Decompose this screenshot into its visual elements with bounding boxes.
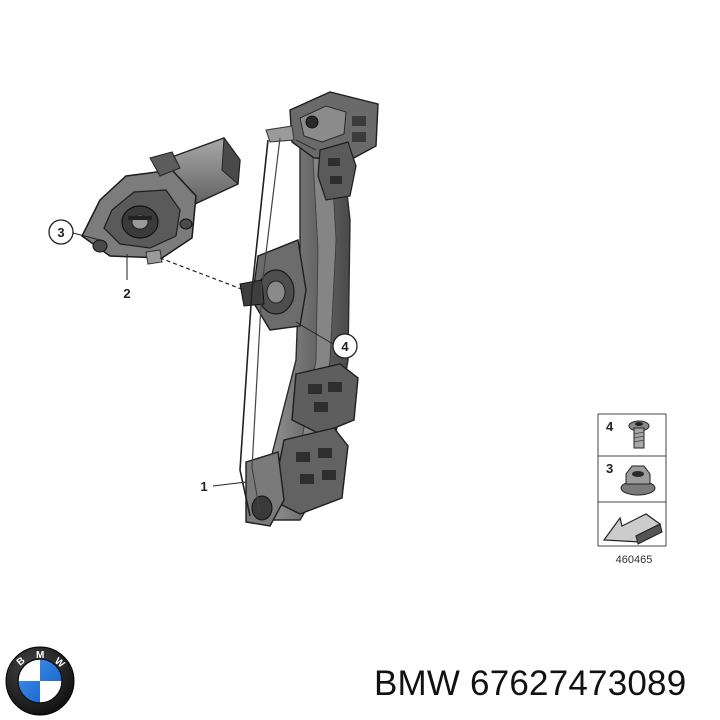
- brand-logo: B M W: [5, 646, 75, 716]
- logo-letter-m: M: [36, 650, 44, 661]
- window-motor: [81, 136, 241, 265]
- flange-nut-icon: [620, 465, 656, 496]
- parts-legend: 4 3 460465: [597, 413, 667, 566]
- callout-4-label: 4: [341, 339, 349, 354]
- window-regulator-rail: [239, 91, 379, 527]
- direction-arrow-icon: [602, 513, 663, 545]
- callout-4: 4: [295, 321, 358, 359]
- bolt-icon: [628, 420, 650, 449]
- callout-2: 2: [123, 254, 131, 301]
- diagram-code: 460465: [616, 554, 653, 566]
- callout-3: 3: [48, 219, 101, 245]
- part-number-caption: BMW 67627473089: [374, 664, 687, 703]
- alignment-line: [159, 257, 245, 291]
- callout-1: 1: [200, 479, 247, 494]
- callout-1-label: 1: [200, 479, 207, 494]
- legend-item-nut-number: 3: [606, 461, 613, 476]
- callout-3-label: 3: [57, 225, 64, 240]
- legend-item-bolt-number: 4: [606, 419, 614, 434]
- callout-2-label: 2: [123, 286, 130, 301]
